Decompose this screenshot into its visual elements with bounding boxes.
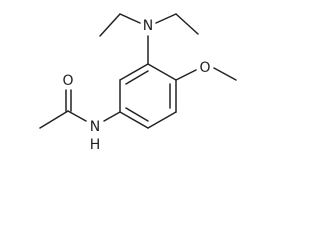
bond-ring-to-amide-n [103, 111, 121, 122]
ring-double-bond-c1-c6 [125, 70, 149, 85]
ring-bond-c3-c4 [147, 111, 177, 129]
ring-bond-c1-c2 [147, 63, 177, 81]
bond-ether-o-to-methyl [213, 67, 237, 81]
diethylamino-group [99, 13, 199, 65]
amine-nitrogen-label: N [143, 18, 153, 34]
benzene-ring [119, 63, 177, 129]
bond-ethyl1-ch2-to-ch3 [99, 13, 121, 37]
chemical-structure-diagram: N O O N H [39, 13, 237, 153]
bond-amide-n-to-carbonyl-c [67, 110, 87, 122]
bond-amine-n-to-ethyl2-ch2 [155, 13, 177, 24]
bond-amine-n-to-ethyl1-ch2 [119, 13, 141, 24]
bond-ethyl2-ch2-to-ch3 [175, 13, 199, 35]
methoxy-group [175, 67, 237, 81]
amide-hydrogen-label: H [90, 137, 101, 153]
ether-oxygen-label: O [199, 60, 210, 76]
ring-bond-c4-c5 [119, 111, 149, 129]
ring-bond-c6-c1 [119, 63, 149, 81]
amide-nitrogen-label: N [90, 119, 100, 135]
ring-double-bond-c4-c5 [125, 107, 149, 122]
carbonyl-oxygen-label: O [62, 73, 73, 89]
acetamido-group [39, 89, 121, 129]
bond-ring-to-ether-o [175, 69, 197, 81]
bond-carbonyl-c-to-methyl [39, 110, 69, 129]
